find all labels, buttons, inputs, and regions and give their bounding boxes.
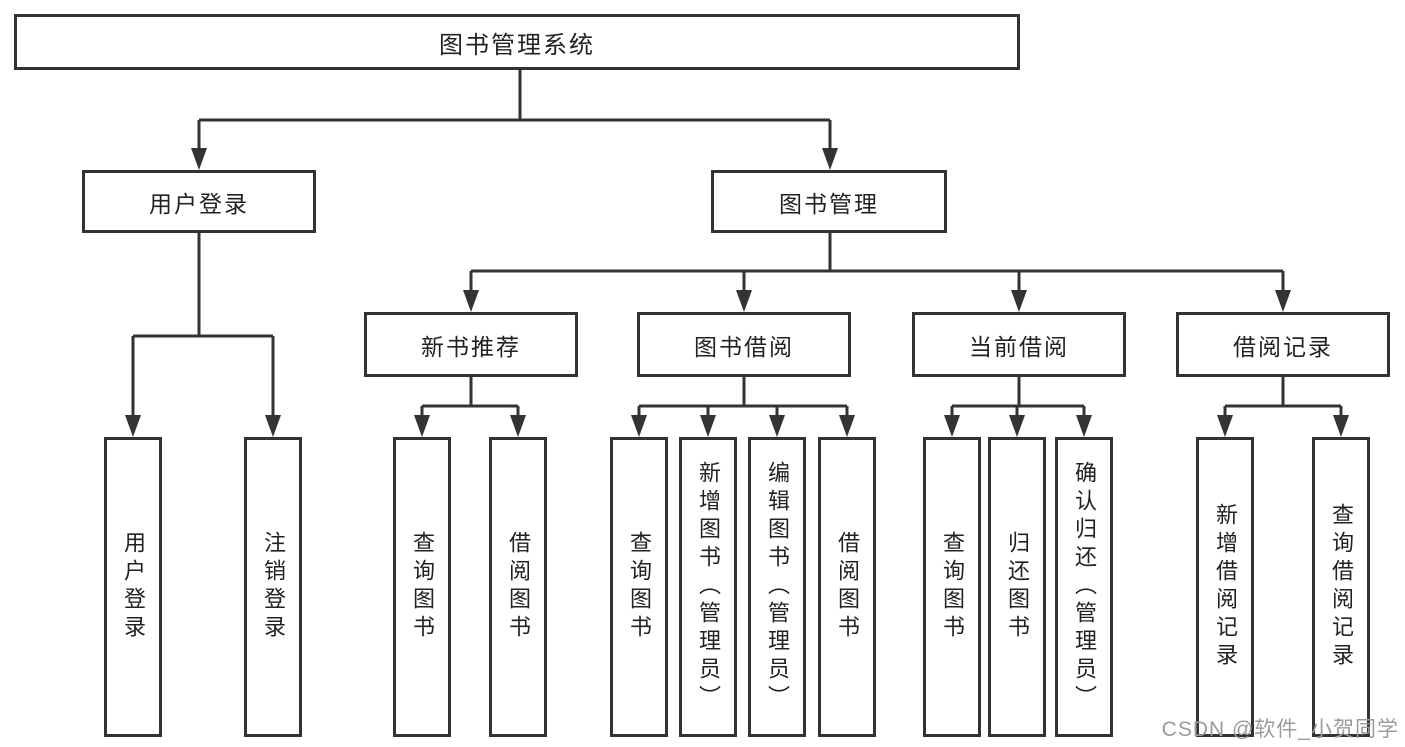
leaf-user-login: 用户登录 <box>104 437 162 737</box>
node-borrowing-records: 借阅记录 <box>1176 312 1390 377</box>
node-label: 图书管理 <box>779 190 879 217</box>
leaf-confirm-return-admin: 确认归还（管理员） <box>1055 437 1113 737</box>
node-label: 借阅记录 <box>1233 333 1333 360</box>
node-label: 图书管理系统 <box>439 31 595 59</box>
connector-segments <box>131 70 1343 420</box>
node-current-borrowing: 当前借阅 <box>912 312 1126 377</box>
node-library-management-system: 图书管理系统 <box>14 14 1020 70</box>
node-new-book-recommendation: 新书推荐 <box>364 312 578 377</box>
node-label: 用户登录 <box>121 531 146 643</box>
leaf-query-books-borrow: 查询图书 <box>610 437 668 737</box>
node-label: 借阅图书 <box>506 531 531 643</box>
arrowhead-icons <box>125 148 1349 437</box>
leaf-return-books: 归还图书 <box>988 437 1046 737</box>
node-book-borrowing: 图书借阅 <box>637 312 851 377</box>
node-label: 借阅图书 <box>835 531 860 643</box>
leaf-edit-books-admin: 编辑图书（管理员） <box>748 437 806 737</box>
node-label: 新书推荐 <box>421 333 521 360</box>
leaf-query-borrow-record: 查询借阅记录 <box>1312 437 1370 737</box>
node-label: 当前借阅 <box>969 333 1069 360</box>
node-user-login: 用户登录 <box>82 170 316 233</box>
csdn-watermark: CSDN @软件_小贺同学 <box>1161 718 1399 741</box>
node-label: 用户登录 <box>149 190 249 217</box>
node-label: 查询图书 <box>940 531 965 643</box>
node-label: 查询借阅记录 <box>1329 503 1354 671</box>
node-label: 归还图书 <box>1005 531 1030 643</box>
leaf-borrow-books-recommend: 借阅图书 <box>489 437 547 737</box>
node-label: 注销登录 <box>261 531 286 643</box>
node-label: 新增借阅记录 <box>1213 503 1238 671</box>
leaf-query-books-recommend: 查询图书 <box>393 437 451 737</box>
leaf-borrow-books: 借阅图书 <box>818 437 876 737</box>
leaf-query-books-current: 查询图书 <box>923 437 981 737</box>
node-label: 查询图书 <box>627 531 652 643</box>
leaf-add-books-admin: 新增图书（管理员） <box>679 437 737 737</box>
node-label: 新增图书（管理员） <box>696 461 721 713</box>
node-label: 图书借阅 <box>694 333 794 360</box>
node-label: 确认归还（管理员） <box>1072 461 1097 713</box>
leaf-add-borrow-record: 新增借阅记录 <box>1196 437 1254 737</box>
node-book-management: 图书管理 <box>711 170 947 233</box>
node-label: 编辑图书（管理员） <box>765 461 790 713</box>
node-label: 查询图书 <box>410 531 435 643</box>
leaf-logout: 注销登录 <box>244 437 302 737</box>
